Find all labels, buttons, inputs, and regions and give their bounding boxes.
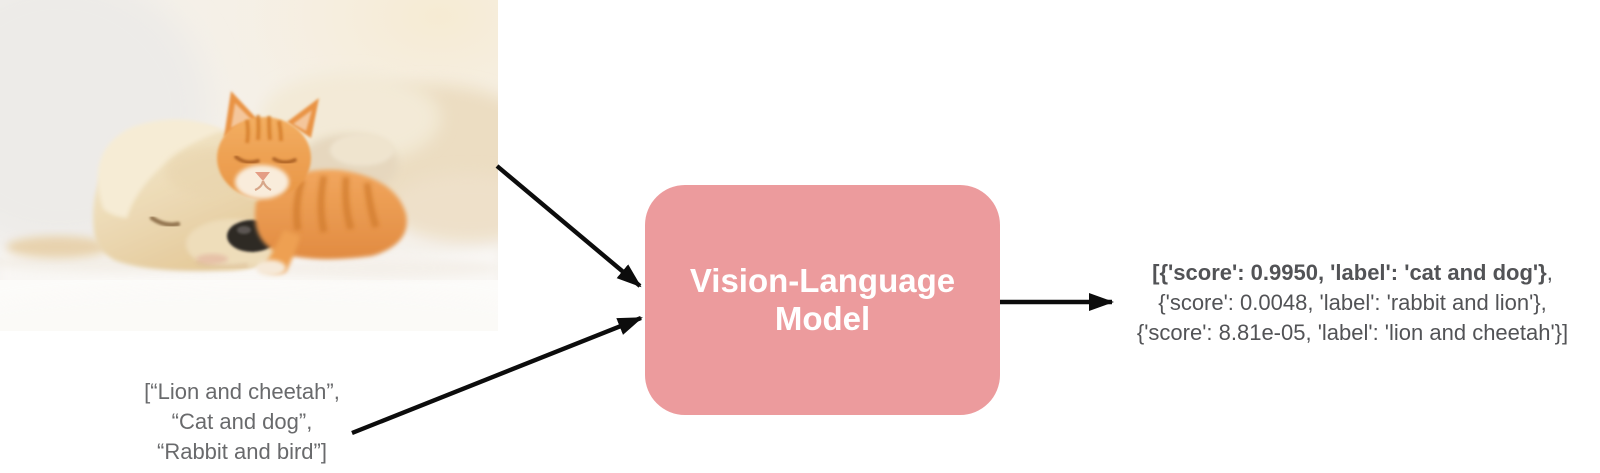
candidate-label-line-3: “Rabbit and bird”] [157, 439, 327, 464]
output-result-line-2: {'score': 0.0048, 'label': 'rabbit and l… [1158, 290, 1547, 315]
output-result-line-1: [{'score': 0.9950, 'label': 'cat and dog… [1105, 258, 1600, 288]
output-result-line-3: {'score': 8.81e-05, 'label': 'lion and c… [1136, 320, 1569, 345]
output-line-1-tail: , [1546, 260, 1553, 285]
candidate-labels-list: [“Lion and cheetah”, “Cat and dog”, “Rab… [91, 377, 393, 467]
kitten-illustration [217, 91, 407, 276]
arrow-image-to-model [495, 164, 642, 288]
kitten-forehead-stripes [245, 114, 283, 144]
model-label: Vision-Language Model [690, 262, 955, 338]
pet-photo-image [0, 0, 498, 331]
kitten-closed-eyes [234, 155, 297, 165]
kitten-paw [256, 260, 286, 276]
model-label-line-2: Model [774, 300, 871, 337]
puppy-ear [97, 119, 224, 218]
model-label-line-1: Vision-Language [689, 262, 956, 299]
kitten-nose [255, 172, 270, 181]
vision-language-model-node: Vision-Language Model [645, 185, 1000, 415]
arrow-labels-to-model [351, 315, 643, 436]
puppy-paw [6, 236, 110, 258]
kitten-mouth [254, 180, 272, 192]
candidate-label-line-2: “Cat and dog”, [171, 409, 313, 434]
model-output-text: [{'score': 0.9950, 'label': 'cat and dog… [1105, 258, 1600, 348]
candidate-label-line-1: [“Lion and cheetah”, [144, 379, 340, 404]
puppy-closed-eye [149, 215, 181, 227]
output-top-result: [{'score': 0.9950, 'label': 'cat and dog… [1152, 260, 1547, 285]
kitten-stripes [293, 175, 380, 233]
